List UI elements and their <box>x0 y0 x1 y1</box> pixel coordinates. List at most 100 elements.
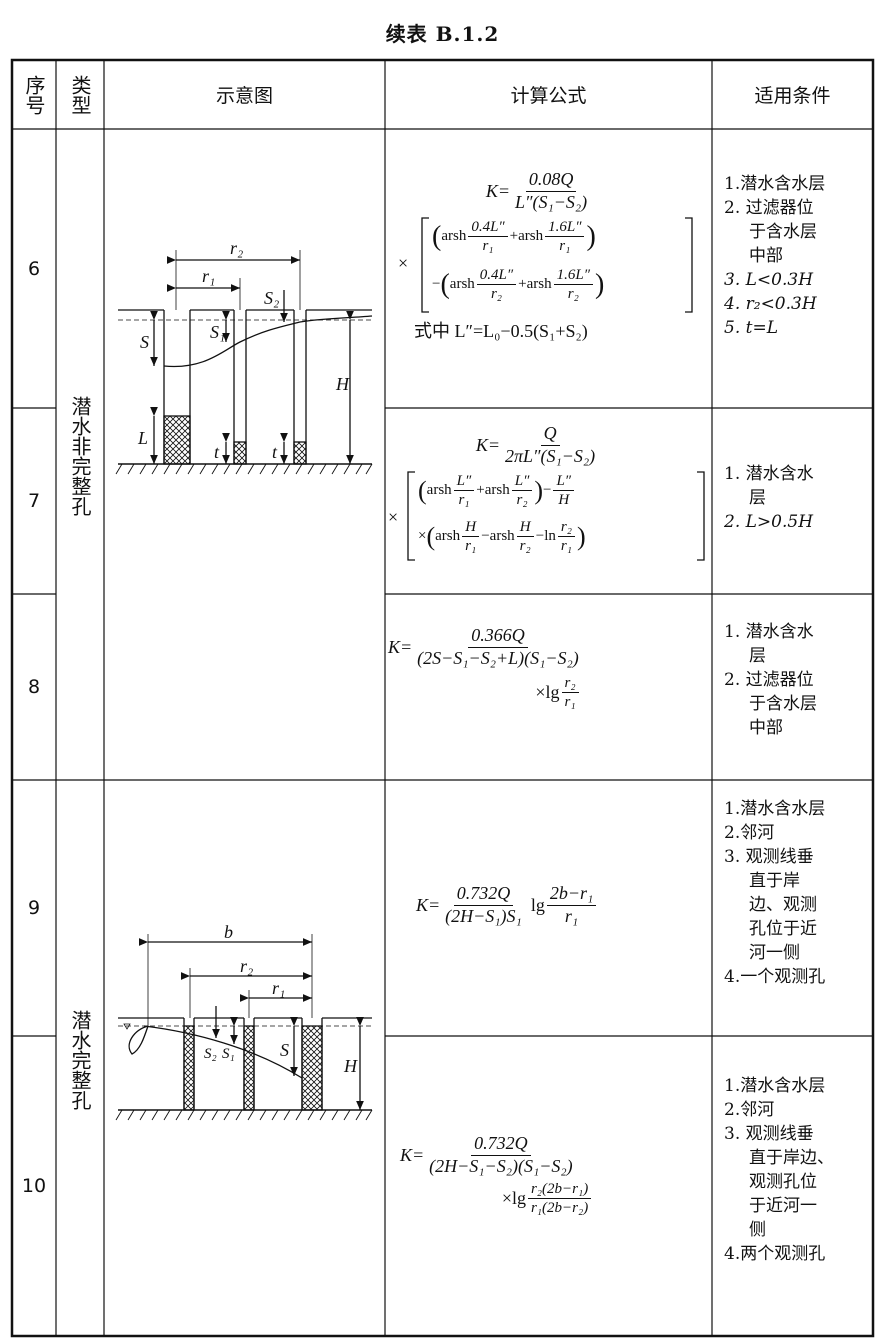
condition-line: 2. L>0.5H <box>724 512 814 532</box>
times-sign: × <box>418 528 427 545</box>
table-title: 续表 B.1.2 <box>385 22 500 46</box>
condition-line: 中部 <box>749 246 783 266</box>
frac-den: r₁ <box>482 238 494 255</box>
condition-line: 3. 观测线垂 <box>724 847 814 867</box>
frac-num: 0.4L″ <box>476 267 517 286</box>
formula-k: K= <box>485 180 510 201</box>
frac-den: r₁ <box>559 238 571 255</box>
condition-line: 观测孔位 <box>749 1172 817 1192</box>
label-t1: t <box>214 442 220 462</box>
condition-line: 直于岸 <box>749 871 800 891</box>
frac-num: r₂ <box>557 519 575 538</box>
condition-line: 3. 观测线垂 <box>724 1124 814 1144</box>
header-seq: 序号 <box>22 75 46 115</box>
label-b: b <box>224 922 233 942</box>
formula-10: K= 0.732Q(2H−S₁−S₂)(S₁−S₂) ×lg r₂(2b−r₁)… <box>400 1133 705 1217</box>
frac-num: L″ <box>511 473 533 492</box>
formula-numerator: 0.366Q <box>468 625 528 648</box>
frac-num: r₂(2b−r₁) <box>527 1181 592 1200</box>
type-group-1: 潜水非完整孔 <box>68 396 92 516</box>
conditions-9: 1.潜水含水层 2.邻河 3. 观测线垂 直于岸 边、观测 孔位于近 河一侧 4… <box>724 797 825 989</box>
frac-den: r₂ <box>516 492 528 509</box>
label-r1: r₁ <box>272 978 285 998</box>
label-s2: S₂ <box>204 1046 217 1062</box>
condition-line: 4.一个观测孔 <box>724 967 826 987</box>
type-group-2: 潜水完整孔 <box>68 1010 92 1110</box>
condition-line: 层 <box>749 646 766 666</box>
label-h: H <box>335 374 350 394</box>
lg-label: lg <box>530 894 545 915</box>
lg-label: ×lg <box>501 1188 526 1209</box>
label-s: S <box>280 1040 289 1060</box>
conditions-6: 1.潜水含水层 2. 过滤器位 于含水层 中部 3. L<0.3H 4. r₂<… <box>724 172 825 340</box>
formula-note: 式中 L″=L₀−0.5(S₁+S₂) <box>414 320 588 341</box>
condition-line: 2. 过滤器位 <box>724 670 814 690</box>
label-r1: r₁ <box>202 266 215 286</box>
seq-8: 8 <box>27 676 41 698</box>
label-h: H <box>343 1056 358 1076</box>
bracket-left <box>421 216 429 313</box>
condition-line: 边、观测 <box>749 895 817 915</box>
conditions-8: 1. 潜水含水 层 2. 过滤器位 于含水层 中部 <box>724 620 817 740</box>
bracket-left <box>407 470 415 561</box>
condition-line: 3. L<0.3H <box>724 270 814 290</box>
formula-denominator: (2H−S₁−S₂)(S₁−S₂) <box>429 1155 573 1176</box>
frac-den: r₁ <box>564 694 576 711</box>
formula-times: × <box>388 506 399 527</box>
formula-denominator: 2πL″(S₁−S₂) <box>504 445 596 466</box>
frac-den: r₁ <box>458 492 470 509</box>
diagram-complete-well: b r₂ r₁ S₂ S₁ S H <box>115 922 373 1121</box>
plus-sign: + <box>518 276 527 293</box>
bracket-right <box>697 470 705 561</box>
label-r2: r₂ <box>230 238 243 258</box>
formula-k: K= <box>400 1144 425 1165</box>
condition-line: 于含水层 <box>749 694 817 714</box>
formula-denominator: L″(S₁−S₂) <box>514 191 588 212</box>
minus-sign: − <box>543 482 552 499</box>
label-s2: S₂ <box>264 288 279 308</box>
condition-line: 侧 <box>749 1220 766 1240</box>
arsh-label: arsh <box>441 228 467 245</box>
label-s1: S₁ <box>222 1046 235 1062</box>
label-t2: t <box>272 442 278 462</box>
condition-line: 4.两个观测孔 <box>724 1244 826 1264</box>
frac-den: r₂ <box>519 538 531 555</box>
condition-line: 2. 过滤器位 <box>724 198 814 218</box>
frac-num: 2b−r₁ <box>546 883 597 906</box>
condition-line: 孔位于近 <box>749 919 817 939</box>
arsh-label: arsh <box>484 482 510 499</box>
frac-num: r₂ <box>561 675 579 694</box>
header-formula: 计算公式 <box>510 85 587 107</box>
condition-line: 于含水层 <box>749 222 817 242</box>
seq-10: 10 <box>21 1175 47 1197</box>
diagram-partial-well: r₂ r₁ S S₁ S₂ H L t t <box>115 238 373 475</box>
header-conditions: 适用条件 <box>754 85 831 107</box>
minus-sign: − <box>481 528 490 545</box>
frac-num: H <box>462 519 480 538</box>
label-l: L <box>137 428 148 448</box>
frac-num: L″ <box>553 473 575 492</box>
formula-times: × <box>398 252 409 273</box>
frac-num: L″ <box>453 473 475 492</box>
condition-line: 河一侧 <box>749 943 800 963</box>
minus-sign: − <box>432 276 441 293</box>
frac-den: r₁ <box>465 538 477 555</box>
condition-line: 1.潜水含水层 <box>724 799 826 819</box>
condition-line: 于近河一 <box>749 1196 817 1216</box>
formula-k: K= <box>388 636 413 657</box>
frac-den: r₂ <box>567 286 579 303</box>
arsh-label: arsh <box>518 228 544 245</box>
frac-den: r₁ <box>560 538 572 555</box>
condition-line: 2.邻河 <box>724 823 775 843</box>
formula-k: K= <box>416 894 441 915</box>
minus-sign: − <box>535 528 545 545</box>
formula-numerator: 0.08Q <box>525 169 577 192</box>
condition-line: 1.潜水含水层 <box>724 1076 826 1096</box>
header-diagram: 示意图 <box>215 85 273 107</box>
frac-num: H <box>516 519 534 538</box>
